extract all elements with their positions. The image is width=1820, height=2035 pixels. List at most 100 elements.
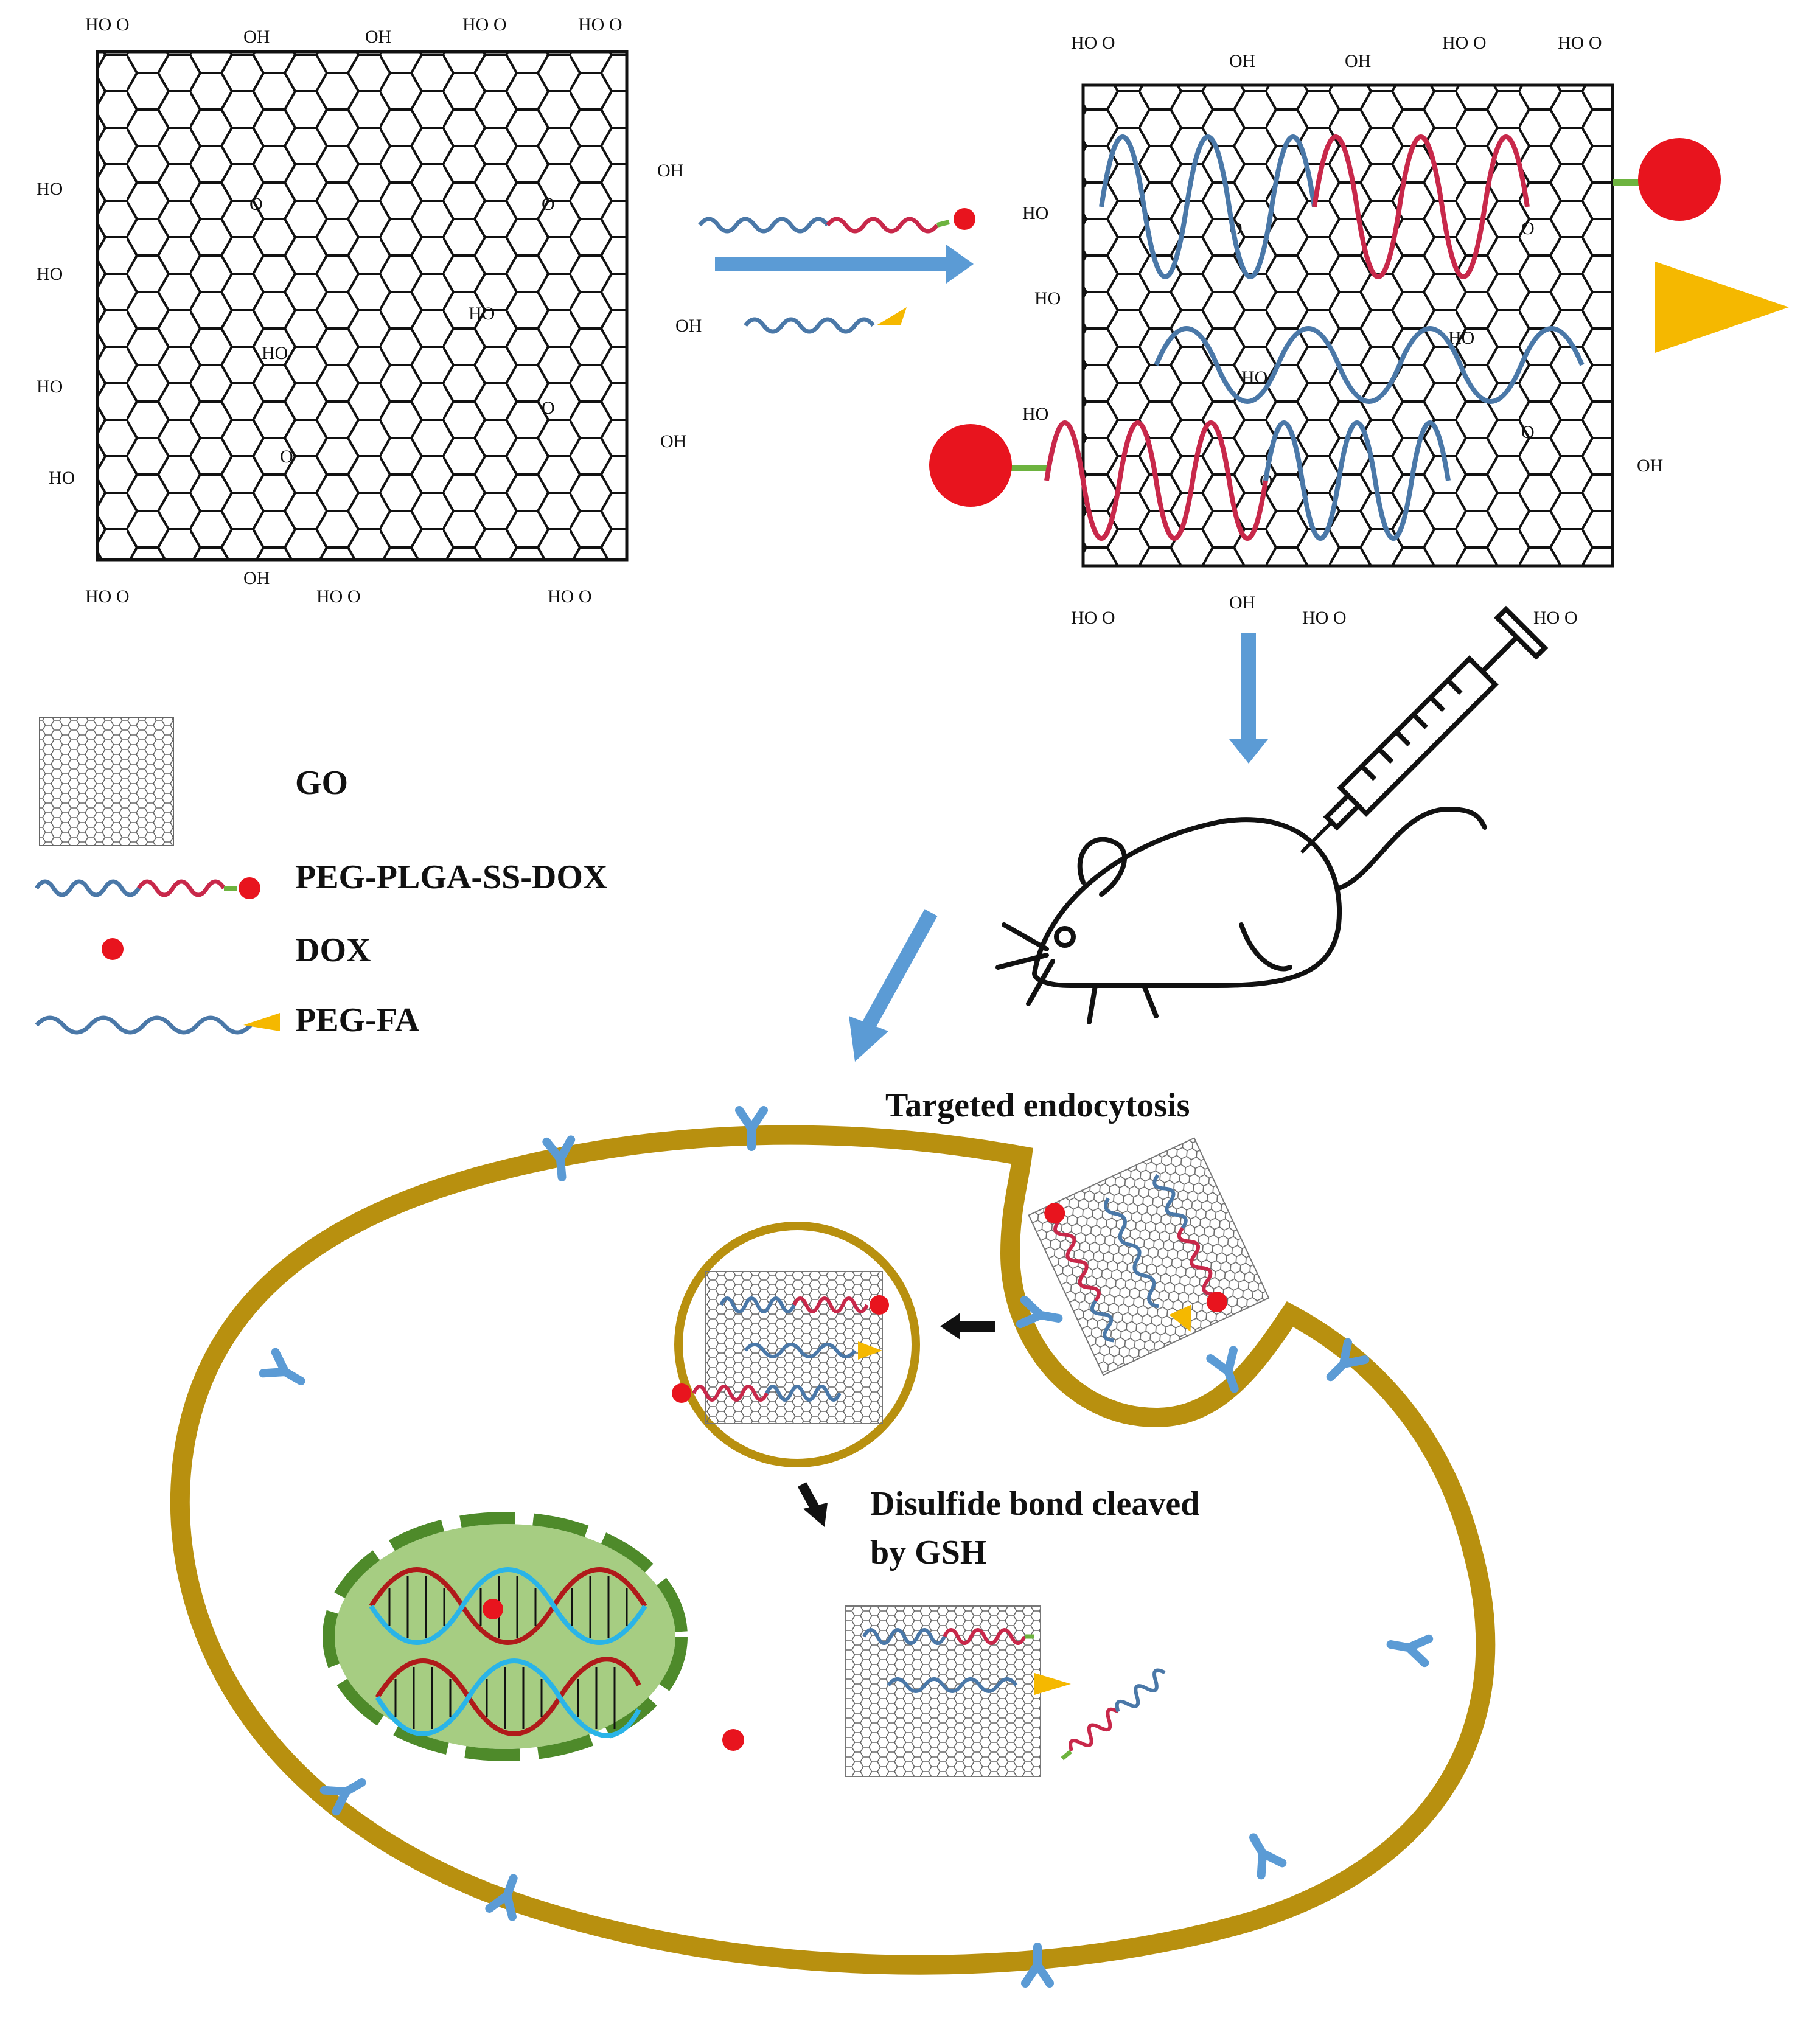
- svg-text:HO O: HO O: [316, 586, 361, 607]
- dna-icon: [369, 1567, 647, 1645]
- dox-particle-bottom: [929, 424, 1012, 507]
- receptor-icon: [1021, 1943, 1054, 1988]
- receptor-icon: [1249, 1833, 1287, 1880]
- peg-fa-chain: [1154, 326, 1585, 404]
- reagent-plga-segment: [826, 217, 939, 234]
- svg-text:O: O: [249, 194, 263, 214]
- free-dox: [722, 1729, 744, 1751]
- svg-text:HO O: HO O: [1442, 33, 1487, 53]
- svg-text:O: O: [1521, 218, 1535, 238]
- svg-text:OH: OH: [365, 27, 391, 47]
- cell-membrane: [170, 1125, 1496, 1975]
- arrow-into-endosome: [940, 1313, 995, 1340]
- svg-text:DOX: DOX: [295, 931, 371, 969]
- svg-text:OH: OH: [1637, 456, 1663, 476]
- svg-text:OH: OH: [1345, 51, 1371, 71]
- svg-text:HO O: HO O: [1302, 608, 1347, 628]
- syringe-icon: [1300, 605, 1549, 854]
- svg-text:GO: GO: [295, 764, 348, 802]
- endosome: [672, 1222, 920, 1467]
- svg-text:HO: HO: [469, 304, 495, 324]
- svg-text:HO: HO: [1022, 404, 1048, 424]
- svg-text:OH: OH: [243, 568, 270, 588]
- legend-fa-triangle: [243, 1013, 280, 1031]
- receptor-icon: [1016, 1295, 1063, 1329]
- fa-ligand: [1655, 262, 1789, 353]
- svg-text:HO O: HO O: [1558, 33, 1602, 53]
- released-go: [845, 1605, 1071, 1777]
- nanoparticle-entering: [1028, 1137, 1270, 1376]
- conjugate-chain-bottom: [1007, 420, 1451, 541]
- svg-text:HO O: HO O: [1071, 608, 1115, 628]
- svg-text:O: O: [1521, 422, 1535, 442]
- legend-go: GO: [39, 717, 348, 846]
- receptor-icon: [1326, 1338, 1370, 1382]
- svg-text:HO: HO: [1022, 203, 1048, 223]
- legend-peg-segment: [35, 879, 141, 897]
- svg-text:HO O: HO O: [85, 586, 130, 607]
- legend-conjugate: PEG-PLGA-SS-DOX: [35, 858, 607, 899]
- dna-icon: [375, 1657, 641, 1738]
- reagent-peg-fa-chain: [744, 317, 875, 334]
- go-right-functional-groups: HO O OH OH HO O HO O HO HO HO OH HO O OH…: [1022, 33, 1663, 628]
- cell: [170, 1125, 1496, 1975]
- receptor-icon: [319, 1778, 366, 1816]
- legend-plga-segment: [137, 879, 226, 897]
- svg-text:HO: HO: [1241, 367, 1267, 388]
- receptors: [259, 1106, 1434, 1988]
- svg-text:HO: HO: [1034, 288, 1061, 308]
- svg-text:OH: OH: [243, 27, 270, 47]
- svg-text:HO: HO: [37, 264, 63, 284]
- reagent-fa: [876, 307, 907, 325]
- legend: GO PEG-PLGA-SS-DOX DOX PEG-FA: [35, 717, 607, 1039]
- receptor-icon: [259, 1348, 305, 1385]
- svg-text:HO: HO: [37, 179, 63, 199]
- down-arrow: [1229, 633, 1268, 764]
- svg-text:HO O: HO O: [85, 15, 130, 35]
- svg-text:PEG-PLGA-SS-DOX: PEG-PLGA-SS-DOX: [295, 858, 607, 896]
- label-targeted-endocytosis: Targeted endocytosis: [885, 1087, 1190, 1124]
- receptor-icon: [542, 1135, 576, 1181]
- go-sheet-functionalized: HO O OH OH HO O HO O HO HO HO OH HO O OH…: [929, 33, 1789, 628]
- horizontal-arrow: [715, 245, 974, 284]
- svg-text:OH: OH: [657, 161, 683, 181]
- legend-dox-dot: [102, 938, 124, 960]
- svg-text:HO: HO: [37, 377, 63, 397]
- svg-text:HO O: HO O: [548, 586, 592, 607]
- mouse-icon: [995, 806, 1487, 1024]
- receptor-icon: [485, 1874, 518, 1921]
- svg-text:O: O: [542, 194, 555, 214]
- svg-text:HO O: HO O: [1533, 608, 1578, 628]
- legend-peg-fa-chain: [35, 1015, 253, 1035]
- svg-text:HO O: HO O: [462, 15, 507, 35]
- receptor-icon: [1206, 1346, 1239, 1393]
- label-disulfide-line2: by GSH: [870, 1534, 986, 1571]
- svg-text:HO O: HO O: [578, 15, 622, 35]
- legend-dox: DOX: [102, 931, 371, 969]
- svg-text:O: O: [280, 447, 293, 467]
- receptor-icon: [735, 1106, 768, 1151]
- svg-text:OH: OH: [1229, 51, 1255, 71]
- svg-text:O: O: [542, 398, 555, 418]
- diagonal-arrow: [849, 909, 938, 1062]
- svg-text:HO: HO: [262, 343, 288, 363]
- reagent-peg-segment: [698, 217, 829, 234]
- svg-text:OH: OH: [1229, 593, 1255, 613]
- label-disulfide-line1: Disulfide bond cleaved: [870, 1485, 1199, 1523]
- nucleus: [323, 1512, 688, 1761]
- dox-particle-top: [1638, 138, 1721, 221]
- svg-text:OH: OH: [675, 316, 702, 336]
- go-mini-icon: [39, 717, 174, 846]
- svg-text:HO: HO: [49, 468, 75, 488]
- svg-text:HO O: HO O: [1071, 33, 1115, 53]
- reagent-dox: [954, 208, 975, 230]
- go-left-functional-groups: HO O OH OH HO O HO O HO HO HO HO OH OH O…: [37, 15, 702, 607]
- reagents: [698, 208, 975, 334]
- arrow-out-of-endosome: [797, 1482, 828, 1527]
- svg-text:OH: OH: [660, 431, 686, 451]
- legend-peg-fa: PEG-FA: [35, 1001, 420, 1039]
- svg-text:PEG-FA: PEG-FA: [295, 1001, 420, 1039]
- released-polymer: [1061, 1668, 1166, 1761]
- legend-conjugate-dox: [239, 877, 260, 899]
